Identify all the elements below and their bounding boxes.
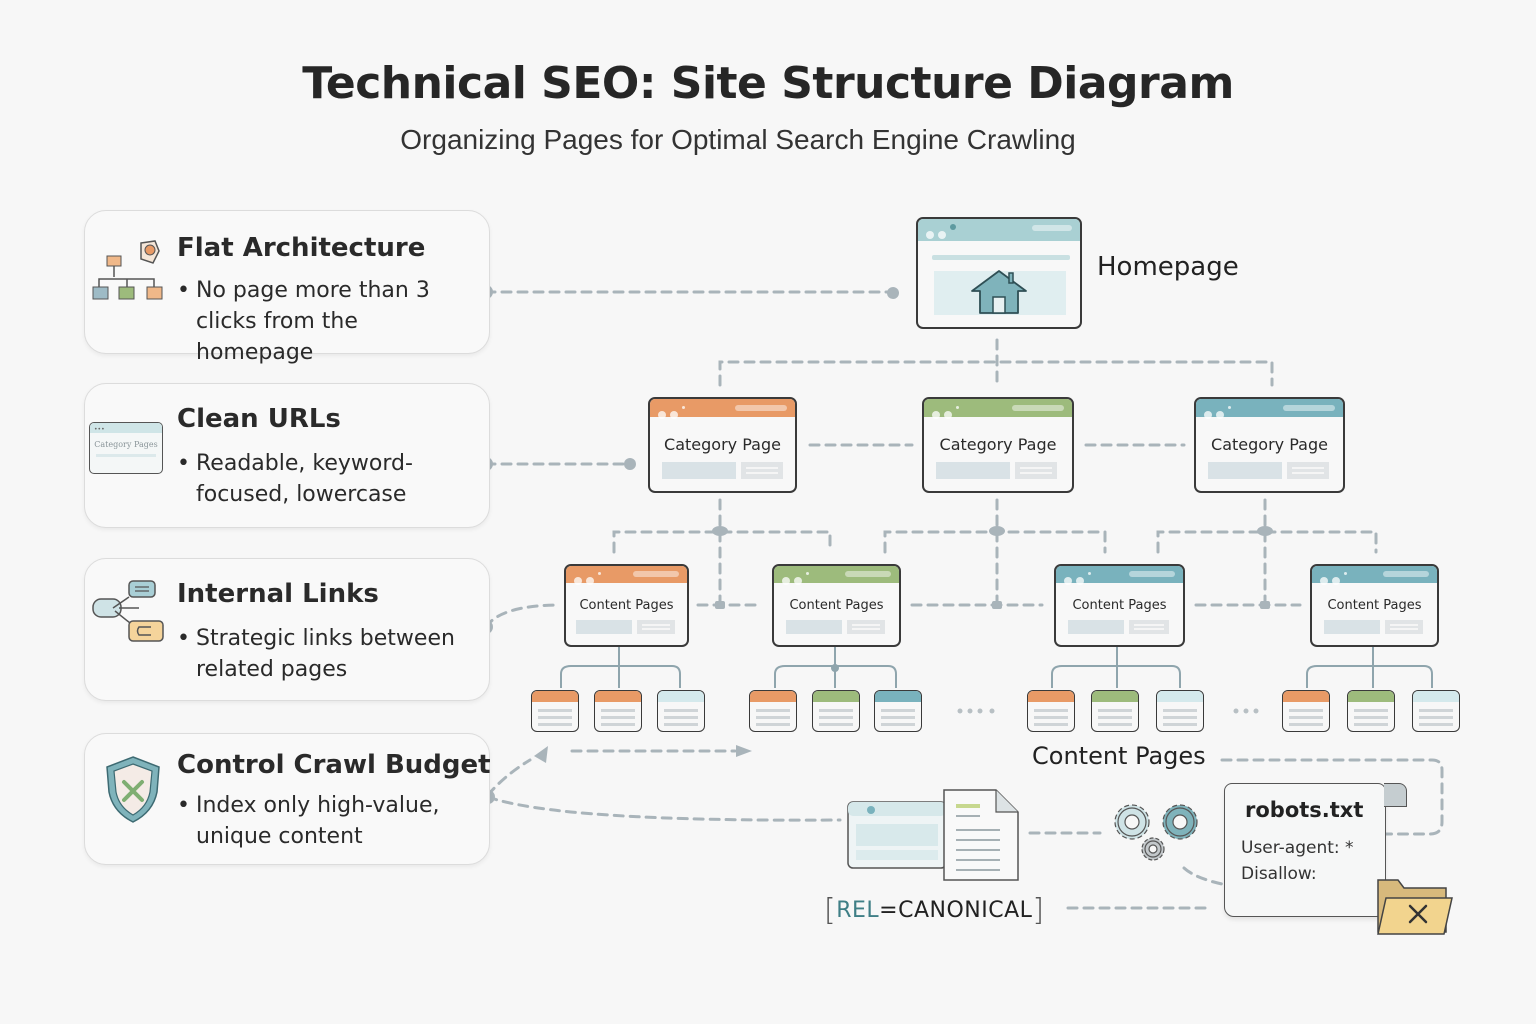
leaf-page[interactable]: [1091, 690, 1139, 732]
connector-cat-rail: [718, 360, 1274, 387]
leaf-page[interactable]: [874, 690, 922, 732]
browser-url-icon: ••• Category Pages: [89, 422, 163, 474]
card-body: • Index only high-value, unique content: [177, 790, 477, 852]
robots-disallow: Disallow:: [1241, 864, 1317, 884]
card-title: Internal Links: [177, 579, 379, 609]
category-bar: [1196, 399, 1343, 419]
card-flat-architecture: Flat Architecture • No page more than 3 …: [84, 210, 490, 365]
content-label: Content Pages: [789, 598, 884, 613]
url-icon-text: Category Pages: [94, 440, 158, 449]
content-label: Content Pages: [579, 598, 674, 613]
connector-crawl-up: [486, 758, 532, 797]
card-title: Flat Architecture: [177, 233, 426, 263]
bracket-open: [: [824, 893, 837, 928]
content-node[interactable]: Content Pages: [1054, 564, 1185, 647]
robots-title: robots.txt: [1245, 798, 1364, 822]
card-body: • Strategic links between related pages: [177, 623, 477, 685]
category-node[interactable]: Category Page: [1194, 397, 1345, 493]
category-node[interactable]: Category Page: [922, 397, 1074, 493]
content-node[interactable]: Content Pages: [564, 564, 689, 647]
category-bar: [650, 399, 795, 419]
homepage-node[interactable]: [916, 217, 1082, 329]
leaf-page[interactable]: [657, 690, 705, 732]
connector-content-rail-2: [883, 530, 1107, 554]
connector-content-rail-1: [612, 530, 832, 554]
gears-icon: [1114, 804, 1198, 861]
connector-content-rail-3: [1156, 530, 1378, 554]
leaf-page[interactable]: [812, 690, 860, 732]
category-label: Category Page: [664, 435, 781, 454]
category-label: Category Page: [939, 435, 1057, 454]
chain-link-icon: [92, 580, 164, 642]
category-bar: [924, 399, 1072, 419]
bullet: •: [177, 451, 190, 476]
card-internal-links: Internal Links • Strategic links between…: [84, 558, 490, 701]
leaf-page[interactable]: [594, 690, 642, 732]
card-title: Control Crawl Budget: [177, 750, 491, 780]
card-body: • No page more than 3 clicks from the ho…: [177, 275, 477, 368]
bullet: •: [177, 278, 190, 303]
connector-gears-robots: [1182, 866, 1224, 886]
card-body-text: Strategic links between related pages: [196, 626, 455, 682]
leaf-page[interactable]: [1347, 690, 1395, 732]
card-body-text: Readable, keyword-focused, lowercase: [196, 451, 413, 507]
content-node[interactable]: Content Pages: [772, 564, 901, 647]
hierarchy-icon: [92, 240, 163, 300]
arrowhead-left: [534, 746, 548, 763]
card-crawl-budget: Control Crawl Budget • Index only high-v…: [84, 733, 491, 865]
content-node[interactable]: Content Pages: [1310, 564, 1439, 647]
leaf-page[interactable]: [749, 690, 797, 732]
leaf-page[interactable]: [1412, 690, 1460, 732]
house-icon: [971, 270, 1027, 314]
canonical-text: =CANONICAL: [879, 898, 1033, 923]
category-label: Category Page: [1211, 435, 1328, 454]
robots-txt-card: robots.txt User-agent: * Disallow:: [1224, 783, 1407, 917]
page-title: Technical SEO: Site Structure Diagram: [302, 58, 1234, 109]
rel-text: REL: [836, 898, 880, 923]
canonical-pages-icon: [847, 789, 1019, 881]
content-pages-label: Content Pages: [1032, 742, 1206, 770]
card-title: Clean URLs: [177, 404, 341, 434]
content-label: Content Pages: [1072, 598, 1167, 613]
content-label: Content Pages: [1327, 598, 1422, 613]
robots-user-agent: User-agent: *: [1241, 838, 1354, 858]
card-body: • Readable, keyword-focused, lowercase: [177, 448, 447, 510]
card-clean-urls: ••• Category Pages Clean URLs • Readable…: [84, 383, 490, 528]
blocked-folder-icon: [1377, 879, 1453, 935]
bracket-close: ]: [1032, 893, 1045, 928]
leaf-page[interactable]: [1156, 690, 1204, 732]
arrowhead-right: [736, 745, 752, 757]
page-subtitle: Organizing Pages for Optimal Search Engi…: [400, 124, 1076, 155]
shield-x-icon: [106, 756, 160, 823]
leaf-page[interactable]: [531, 690, 579, 732]
card-body-text: Index only high-value, unique content: [196, 793, 440, 849]
homepage-label: Homepage: [1097, 252, 1239, 282]
leaf-page[interactable]: [1282, 690, 1330, 732]
connector-links-to-content: [484, 603, 558, 629]
category-node[interactable]: Category Page: [648, 397, 797, 493]
card-body-text: No page more than 3 clicks from the home…: [196, 278, 430, 365]
connector-crawl-canonical: [486, 795, 842, 822]
rel-canonical-label: [REL=CANONICAL]: [824, 893, 1045, 928]
bullet: •: [177, 793, 190, 818]
leaf-page[interactable]: [1027, 690, 1075, 732]
bullet: •: [177, 626, 190, 651]
